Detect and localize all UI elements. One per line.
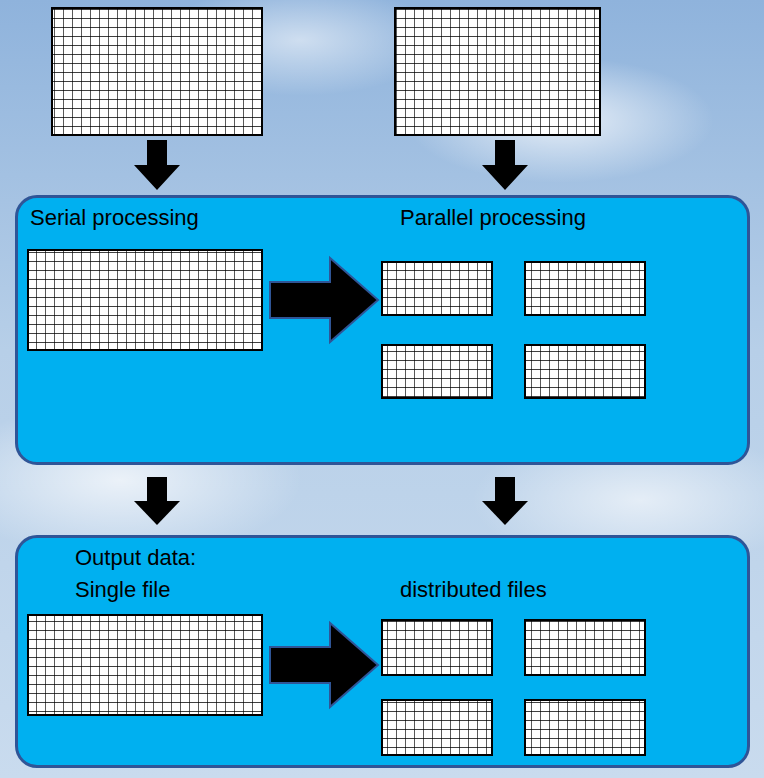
data-grid bbox=[395, 8, 600, 135]
down-arrow bbox=[495, 477, 515, 501]
process-band: Output data: Single file distributed file… bbox=[15, 535, 750, 768]
block-arrow bbox=[134, 140, 180, 190]
process-band: Serial processing Parallel processing bbox=[15, 195, 750, 465]
band-label: distributed files bbox=[400, 574, 740, 606]
band-label: Output data: Single file bbox=[75, 542, 225, 606]
band-label: Parallel processing bbox=[400, 202, 740, 234]
band-label: Serial processing bbox=[30, 202, 350, 234]
block-arrow bbox=[482, 140, 528, 190]
down-arrow bbox=[147, 477, 167, 501]
data-grid bbox=[52, 8, 262, 135]
